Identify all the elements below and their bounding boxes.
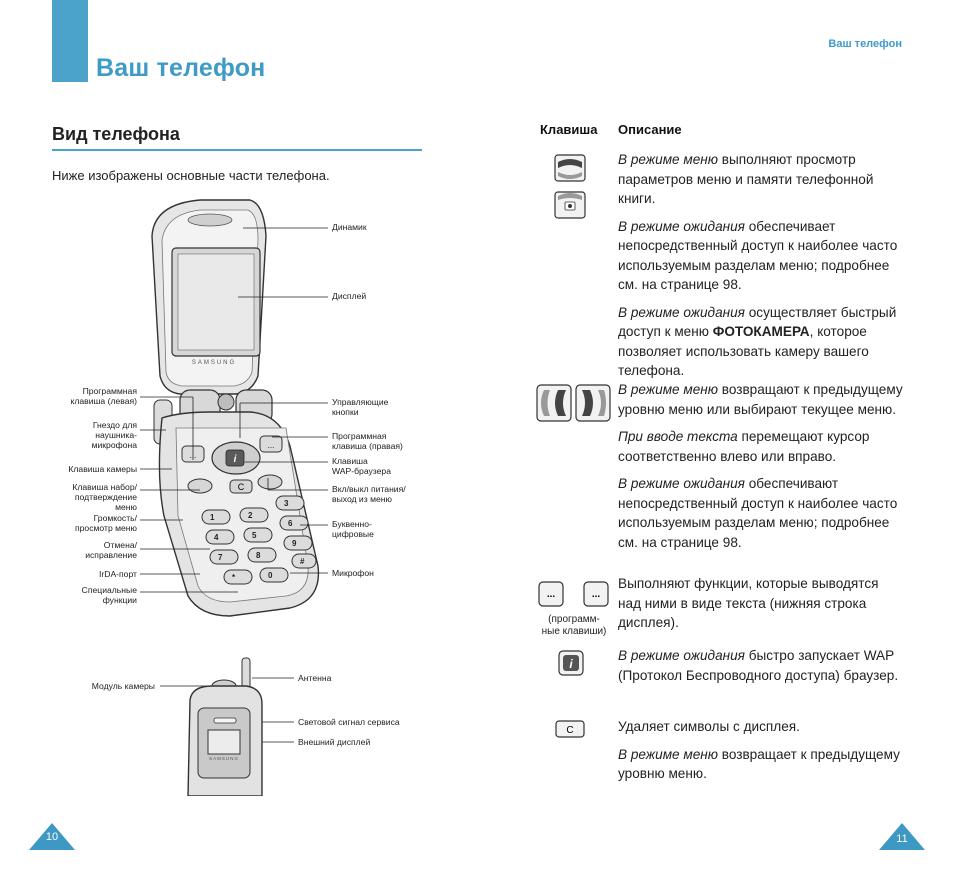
description-row-4: В режиме ожидания быстро запускает WAP (… [618,648,899,683]
column-header-key: Клавиша [540,122,598,137]
description-row-3: Выполняют функции, которые выводятся над… [618,576,879,630]
label-antenna: Антенна [298,673,332,683]
wap-key-icon: i [558,650,584,676]
column-header-description: Описание [618,122,682,137]
nav-left-right-icon [536,384,611,422]
svg-text:...: ... [547,589,556,600]
svg-text:9: 9 [292,539,297,548]
svg-text:...: ... [268,441,275,450]
svg-text:3: 3 [284,499,289,508]
svg-text:SAMSUNG: SAMSUNG [192,360,236,366]
nav-up-down-icon [554,154,586,219]
svg-text:4: 4 [214,533,219,542]
label-volume: Громкость/просмотр меню [75,513,137,533]
svg-text:C: C [238,482,245,492]
svg-text:8: 8 [256,551,261,560]
label-speaker: Динамик [332,222,367,232]
page-marker-right [879,823,925,850]
page-number-right: 11 [896,833,908,845]
label-irda: IrDA-порт [98,569,137,579]
label-microphone: Микрофон [332,568,374,578]
speaker-icon [187,213,233,227]
intro-text: Ниже изображены основные части телефона. [52,168,330,183]
section-title: Вид телефона [52,124,180,144]
soft-keys-icon: ... ... [538,581,609,607]
display-screen [177,253,255,351]
page-number-left: 10 [45,831,59,843]
label-display: Дисплей [332,291,367,301]
svg-text:7: 7 [218,553,223,562]
label-external-display: Внешний дисплей [298,737,371,747]
svg-text:SAMSUNG: SAMSUNG [209,756,239,761]
svg-text:1: 1 [210,513,215,522]
description-row-2: В режиме меню возвращают к предыдущему у… [618,382,903,550]
label-power-key: Вкл/выкл питания/выход из меню [332,484,406,504]
label-camera-key: Клавиша камеры [68,464,137,474]
svg-text:*: * [232,573,236,582]
soft-keys-caption: (программ-ные клавиши) [541,614,607,637]
svg-text:#: # [300,557,305,566]
svg-text:0: 0 [268,571,273,580]
clear-key-icon: C [555,720,585,738]
svg-text:2: 2 [248,511,253,520]
label-alnum-keys: Буквенно-цифровые [332,519,374,539]
svg-text:5: 5 [252,531,257,540]
label-service-light: Световой сигнал сервиса [298,717,400,727]
label-camera-module: Модуль камеры [91,681,155,691]
running-header: Ваш телефон [828,38,902,50]
description-row-1: В режиме меню выполняют просмотр парамет… [618,152,898,378]
svg-text:...: ... [592,589,601,600]
title-accent-bar [52,0,88,82]
svg-text:i: i [569,657,573,671]
page-marker-left [29,823,75,850]
svg-text:C: C [566,725,573,736]
page-title: Ваш телефон [96,54,266,82]
svg-text:6: 6 [288,519,293,528]
phone-closed-illustration: SAMSUNG [187,657,263,796]
section-divider [52,149,422,151]
description-row-5: Удаляет символы с дисплея. В режиме меню… [618,719,900,781]
label-cancel: Отмена/исправление [85,540,137,560]
svg-text:i: i [234,454,237,465]
